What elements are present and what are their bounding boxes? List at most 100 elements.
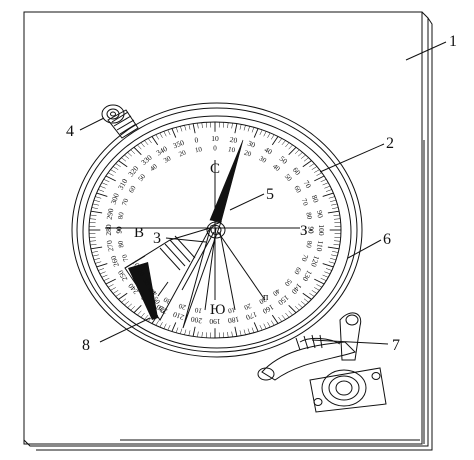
clinometer-label: 20	[136, 268, 147, 279]
scale-tick	[303, 298, 309, 303]
scale-tick	[133, 304, 142, 314]
scale-tick	[192, 123, 196, 134]
scale-label: 280	[104, 224, 113, 236]
scale-tick	[322, 274, 329, 278]
scale-tick	[267, 132, 271, 138]
inner-scale-label: 10	[227, 306, 236, 315]
scale-tick	[121, 298, 127, 303]
scale-tick	[331, 254, 338, 257]
inner-scale-label: 10	[227, 145, 236, 154]
scale-tick	[91, 207, 98, 209]
scale-tick	[263, 323, 267, 329]
scale-tick	[90, 210, 103, 214]
inner-scale-label: 90	[116, 226, 124, 234]
clinometer-label: 10	[130, 259, 141, 270]
scale-tick	[103, 179, 110, 183]
scale-tick	[333, 218, 341, 220]
scale-tick	[271, 314, 279, 324]
scale-tick	[278, 138, 283, 144]
scale-tick	[137, 310, 142, 316]
scale-label: 190	[209, 317, 221, 326]
scale-tick	[324, 185, 331, 189]
scale-label: 40	[263, 145, 274, 157]
scale-tick	[325, 189, 332, 192]
inner-scale-label: 30	[258, 154, 268, 165]
scale-label: 260	[109, 254, 121, 268]
scale-tick	[251, 127, 255, 133]
scale-tick	[333, 244, 340, 246]
scale-tick	[234, 123, 238, 134]
scale-tick	[201, 331, 203, 338]
inner-scale-label: 20	[177, 301, 187, 311]
scale-tick	[159, 322, 163, 328]
scale-tick	[205, 332, 207, 338]
inner-scale-label: 60	[292, 184, 303, 194]
scale-tick	[288, 146, 297, 156]
scale-tick	[151, 136, 159, 146]
scale-tick	[112, 290, 119, 294]
scale-tick	[316, 284, 323, 288]
scale-tick	[231, 331, 233, 337]
scale-tick	[270, 320, 275, 326]
scale-tick	[247, 126, 250, 132]
scale-label: 350	[172, 138, 186, 150]
clinometer-label: 50	[151, 295, 162, 306]
scale-tick	[101, 274, 108, 278]
inner-scale-label: 20	[243, 302, 253, 312]
scale-tick	[107, 172, 114, 176]
scale-tick	[121, 157, 127, 162]
scale-tick	[188, 124, 191, 130]
scale-tick	[112, 166, 119, 170]
scale-tick	[281, 314, 286, 320]
scale-label: 60	[291, 165, 303, 177]
scale-tick	[270, 134, 275, 140]
callout-7: 7	[392, 337, 400, 354]
cardinal-west: В	[134, 225, 144, 241]
scale-tick	[322, 192, 334, 197]
scale-tick	[95, 196, 102, 199]
scale-tick	[98, 189, 105, 192]
scale-tick	[223, 332, 225, 338]
scale-tick	[118, 160, 128, 168]
scale-tick	[227, 122, 229, 129]
scale-tick	[110, 169, 116, 173]
scale-tick	[311, 290, 318, 294]
inner-scale-label: 10	[194, 306, 203, 315]
scale-tick	[303, 157, 309, 162]
scale-tick	[95, 261, 102, 264]
inner-scale-label: 90	[116, 226, 124, 234]
inner-scale-label: 70	[120, 197, 130, 207]
scale-tick	[328, 196, 335, 199]
scale-tick	[155, 134, 160, 140]
scale-tick	[91, 251, 98, 253]
scale-tick	[105, 278, 116, 285]
scale-tick	[167, 324, 171, 331]
scale-tick	[325, 268, 332, 271]
scale-tick	[247, 328, 250, 334]
clinometer-label: 40	[146, 286, 157, 297]
inner-scale-label: 60	[127, 184, 138, 194]
callout-8: 8	[82, 337, 90, 354]
scale-tick	[285, 312, 290, 318]
scale-tick	[159, 132, 163, 138]
scale-tick	[309, 292, 315, 297]
scale-tick	[188, 330, 191, 336]
scale-tick	[294, 306, 300, 311]
scale-tick	[271, 136, 279, 146]
inner-scale-label: 50	[137, 172, 148, 183]
scale-tick	[223, 122, 225, 128]
inner-scale-label: 50	[283, 172, 294, 183]
scale-tick	[309, 163, 315, 168]
scale-tick	[127, 152, 132, 157]
scale-tick	[110, 287, 116, 291]
scale-label: 170	[244, 310, 258, 322]
scale-tick	[144, 140, 149, 146]
scale-tick	[163, 323, 167, 329]
scale-tick	[90, 214, 97, 216]
scale-tick	[90, 246, 103, 250]
scale-tick	[300, 154, 306, 159]
scale-tick	[107, 284, 114, 288]
scale-label: 0	[194, 135, 200, 145]
